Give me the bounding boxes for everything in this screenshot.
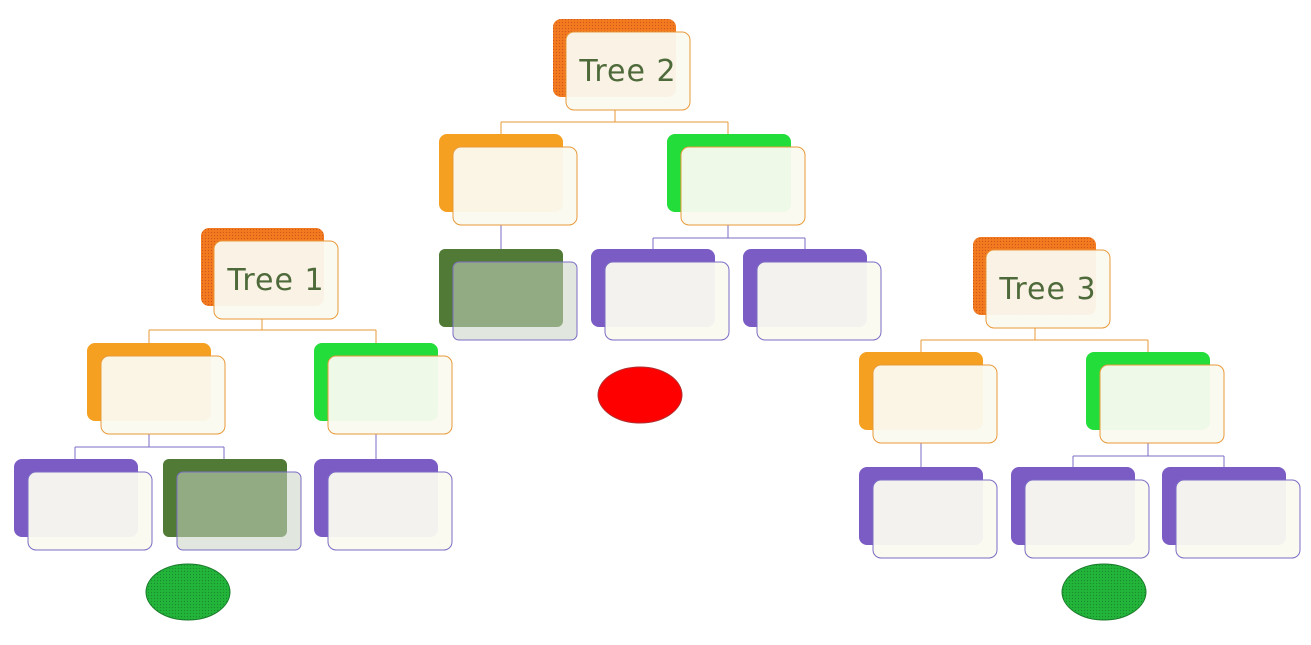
tree-1-leaf-1 — [14, 459, 153, 551]
tree-3-leaf-3 — [1162, 467, 1301, 559]
tree-2-leaf-1 — [591, 249, 730, 341]
tree-2: Tree 2 — [439, 19, 882, 424]
tree-1-right-child — [314, 343, 453, 435]
tree-2-leaf-highlighted — [439, 249, 578, 341]
tree-1-leaf-highlighted — [163, 459, 302, 551]
tree-3-root-node: Tree 3 — [973, 237, 1111, 329]
tree-3-right-child — [1086, 352, 1225, 444]
tree-1-left-child — [87, 343, 226, 435]
tree-1-result-marker-green — [145, 563, 231, 621]
tree-3-title: Tree 3 — [998, 272, 1096, 307]
tree-3-result-marker-green — [1061, 563, 1147, 621]
tree-1-leaf-3 — [314, 459, 453, 551]
tree-2-right-child — [667, 134, 806, 226]
root-front-card — [565, 31, 691, 111]
tree-1-title: Tree 1 — [226, 263, 324, 298]
tree-2-result-marker-red — [597, 366, 683, 424]
tree-2-leaf-2 — [743, 249, 882, 341]
tree-2-root-node: Tree 2 — [553, 19, 691, 111]
tree-3-leaf-2 — [1011, 467, 1150, 559]
tree-1-root-node: Tree 1 — [201, 228, 339, 320]
tree-3-leaf-1 — [859, 467, 998, 559]
tree-3-left-child — [859, 352, 998, 444]
tree-3: Tree 3 — [859, 237, 1301, 621]
tree-2-title: Tree 2 — [578, 54, 676, 89]
tree-1: Tree 1 — [14, 228, 453, 621]
tree-2-left-child — [439, 134, 578, 226]
